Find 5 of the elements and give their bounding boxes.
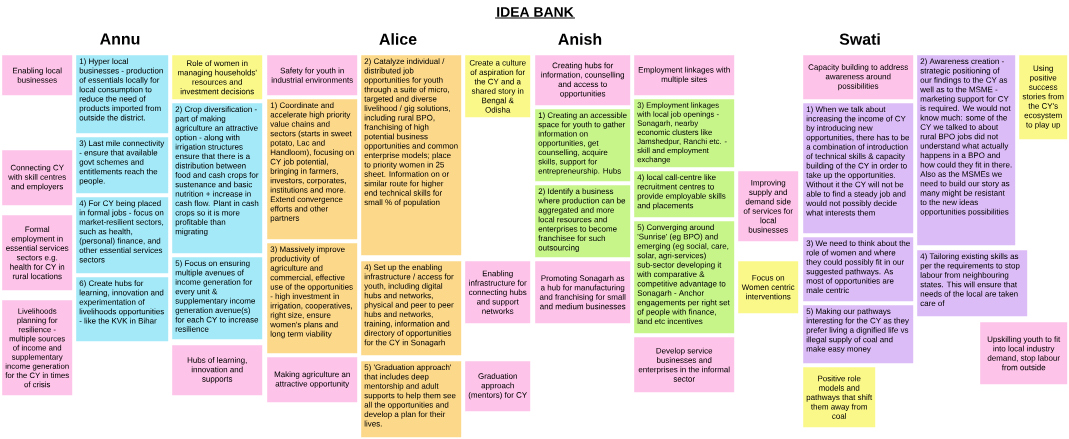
person-heading: Alice (379, 33, 417, 45)
person-heading: Swati (839, 33, 880, 45)
title: IDEA BANK (494, 7, 576, 19)
person-heading: Annu (100, 33, 140, 45)
person-heading: Anish (558, 33, 602, 45)
